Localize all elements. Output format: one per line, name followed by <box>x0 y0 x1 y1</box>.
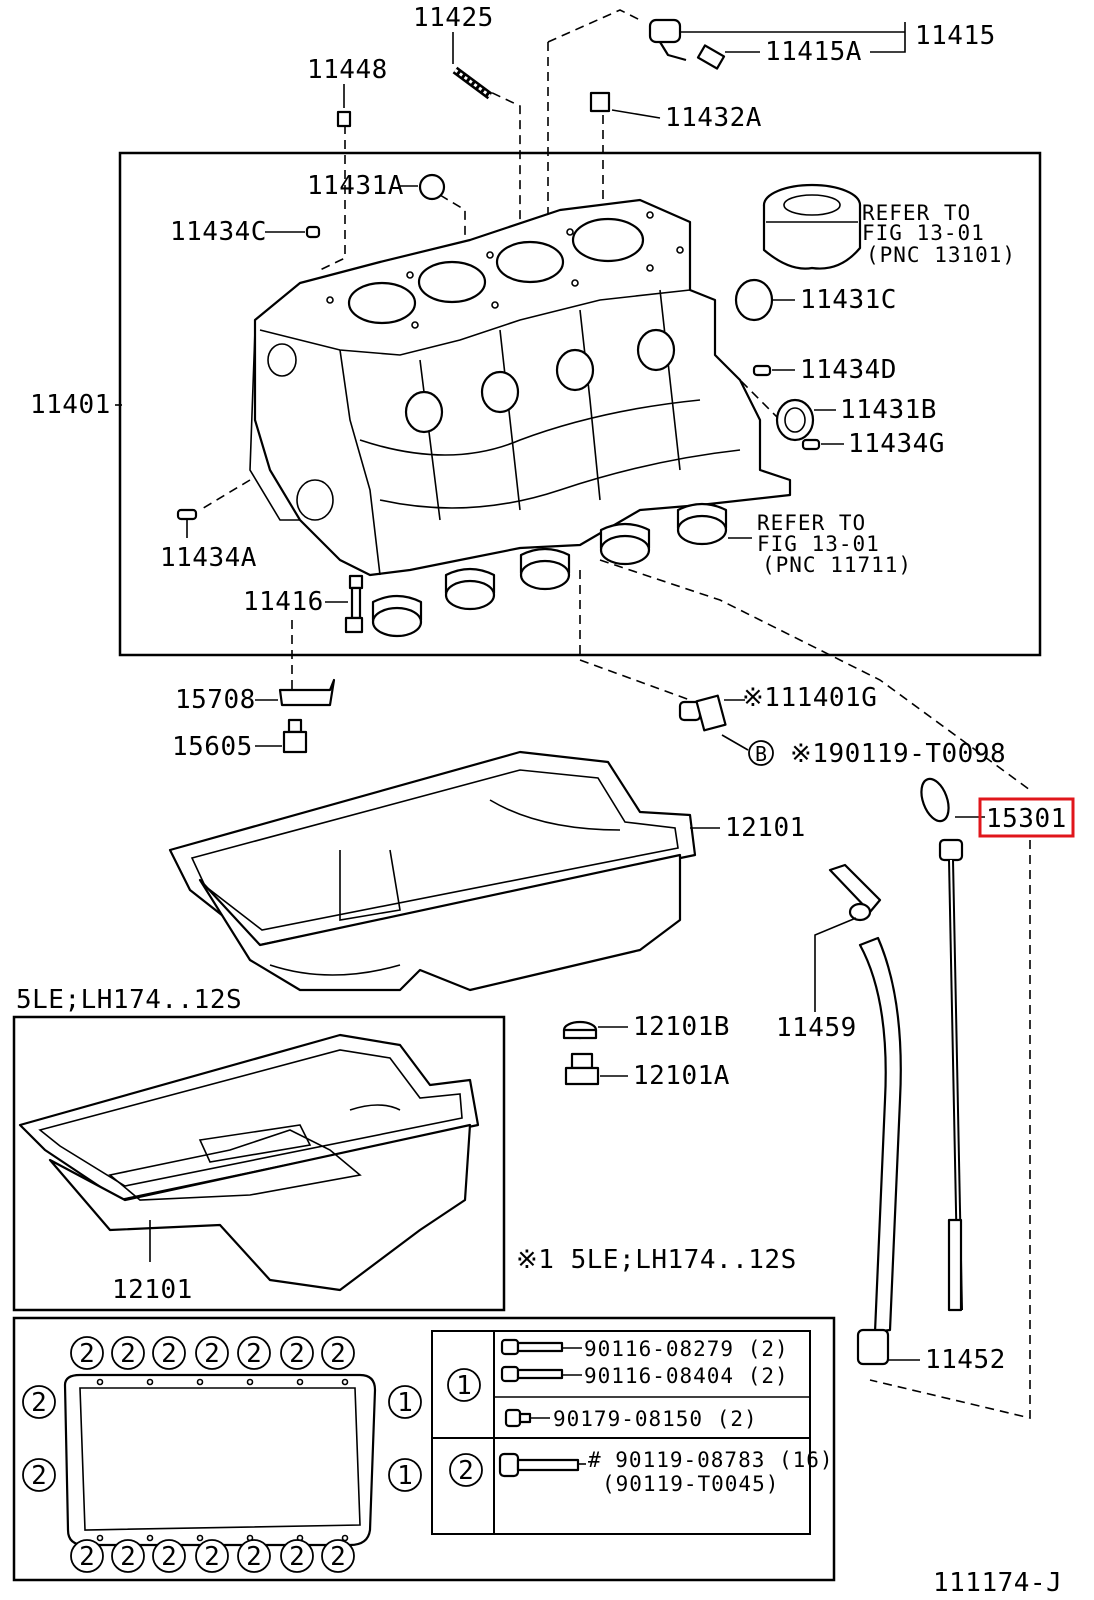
label-11416: 11416 <box>243 587 324 617</box>
refer-piston-line2: FIG 13-01 <box>862 221 985 245</box>
label-11452: 11452 <box>925 1345 1006 1375</box>
bolt-icons <box>498 1338 580 1478</box>
label-11432A: 11432A <box>665 103 762 133</box>
bolt-part-90179-08150: 90179-08150 (2) <box>553 1407 758 1431</box>
legend-frame <box>12 1316 836 1582</box>
label-12101A: 12101A <box>633 1061 730 1091</box>
gasket-marker-bottom: 2 <box>161 1542 177 1572</box>
bolt-table-marker-1 <box>447 1368 481 1402</box>
oil-pan-inset <box>18 1033 480 1292</box>
jet-11416 <box>344 574 364 634</box>
inset-title: 5LE;LH174..12S <box>16 985 242 1015</box>
gasket-marker-left: 2 <box>31 1388 47 1418</box>
plug-15605 <box>282 718 308 754</box>
diagram-id: 111174-J <box>933 1568 1062 1598</box>
label-11434G: 11434G <box>848 429 945 459</box>
label-12101-main: 12101 <box>725 813 806 843</box>
label-11434C: 11434C <box>170 217 267 247</box>
gasket-marker-bottom: 2 <box>330 1542 346 1572</box>
label-11448: 11448 <box>307 55 388 85</box>
refer-bearing-line2: FIG 13-01 <box>757 532 880 556</box>
circle-b-letter: B <box>755 742 767 766</box>
label-11431A: 11431A <box>307 171 404 201</box>
gasket-marker-bottom: 2 <box>289 1542 305 1572</box>
gasket-marker-top: 2 <box>120 1339 136 1369</box>
gasket-outline <box>63 1373 377 1547</box>
label-12101B: 12101B <box>633 1012 730 1042</box>
gasket-marker-right: 1 <box>397 1388 413 1418</box>
label-15605: 15605 <box>172 732 253 762</box>
label-11434D: 11434D <box>800 355 897 385</box>
label-11425: 11425 <box>413 3 494 33</box>
bolt-table <box>431 1330 811 1535</box>
bolt-part-90116-08404: 90116-08404 (2) <box>584 1364 789 1388</box>
gasket-markers-bottom <box>70 1539 355 1573</box>
circle-b-marker <box>748 740 774 766</box>
gasket-marker-bottom: 2 <box>246 1542 262 1572</box>
refer-piston-line3: (PNC 13101) <box>866 243 1016 267</box>
gasket-markers-left <box>22 1385 56 1492</box>
refer-piston-line1: REFER TO <box>862 201 971 225</box>
gasket-marker-top: 2 <box>79 1339 95 1369</box>
gasket-marker-top: 2 <box>204 1339 220 1369</box>
refer-bearing-line1: REFER TO <box>757 511 866 535</box>
inset-frame <box>12 1015 506 1312</box>
bolt-part-90119-08783: # 90119-08783 (16) <box>588 1448 834 1472</box>
piston-illustration <box>762 183 862 270</box>
gasket-marker-bottom: 2 <box>79 1542 95 1572</box>
bolt-table-marker-2 <box>449 1453 483 1487</box>
gasket-marker-bottom: 2 <box>120 1542 136 1572</box>
nut-12101B <box>562 1020 598 1040</box>
bolt-table-marker-2-text: 2 <box>458 1456 474 1486</box>
bracket-15708 <box>278 678 336 707</box>
label-11434A: 11434A <box>160 543 257 573</box>
bracket-11459 <box>828 863 882 922</box>
gasket-marker-bottom: 2 <box>204 1542 220 1572</box>
label-11459: 11459 <box>776 1013 857 1043</box>
dipstick-15301 <box>920 777 964 1312</box>
inset-footnote: ※1 5LE;LH174..12S <box>516 1245 797 1275</box>
gasket-marker-left: 2 <box>31 1461 47 1491</box>
refer-bearing-line3: (PNC 11711) <box>762 553 912 577</box>
sensor-11401G <box>678 694 727 732</box>
sensor-11415 <box>648 18 726 70</box>
oil-pan-main <box>168 750 697 992</box>
guide-tube-11452 <box>856 936 902 1366</box>
label-12101-inset: 12101 <box>112 1275 193 1305</box>
drain-plug-12101A <box>564 1052 600 1086</box>
stud-11425 <box>452 66 493 100</box>
label-90119-T0098: ※190119-T0098 <box>790 739 1006 769</box>
gasket-marker-right: 1 <box>397 1461 413 1491</box>
label-11431B: 11431B <box>840 395 937 425</box>
gasket-marker-top: 2 <box>330 1339 346 1369</box>
gasket-marker-top: 2 <box>289 1339 305 1369</box>
label-11401G: ※111401G <box>742 683 877 713</box>
gasket-markers-top <box>70 1336 355 1370</box>
highlight-15301 <box>978 797 1075 838</box>
cylinder-block-frame <box>118 151 1042 657</box>
bolt-part-90119-T0045: (90119-T0045) <box>602 1472 779 1496</box>
bolt-table-marker-1-text: 1 <box>456 1371 472 1401</box>
label-15301: 15301 <box>986 804 1067 834</box>
label-15708: 15708 <box>175 685 256 715</box>
gasket-markers-right <box>388 1385 422 1492</box>
label-11415: 11415 <box>915 21 996 51</box>
label-11431C: 11431C <box>800 285 897 315</box>
bolt-part-90116-08279: 90116-08279 (2) <box>584 1337 789 1361</box>
label-11415A: 11415A <box>765 37 862 67</box>
gasket-marker-top: 2 <box>161 1339 177 1369</box>
label-11401: 11401 <box>30 390 111 420</box>
main-bearings <box>371 502 728 638</box>
gasket-marker-top: 2 <box>246 1339 262 1369</box>
cylinder-block-illustration <box>249 198 792 577</box>
